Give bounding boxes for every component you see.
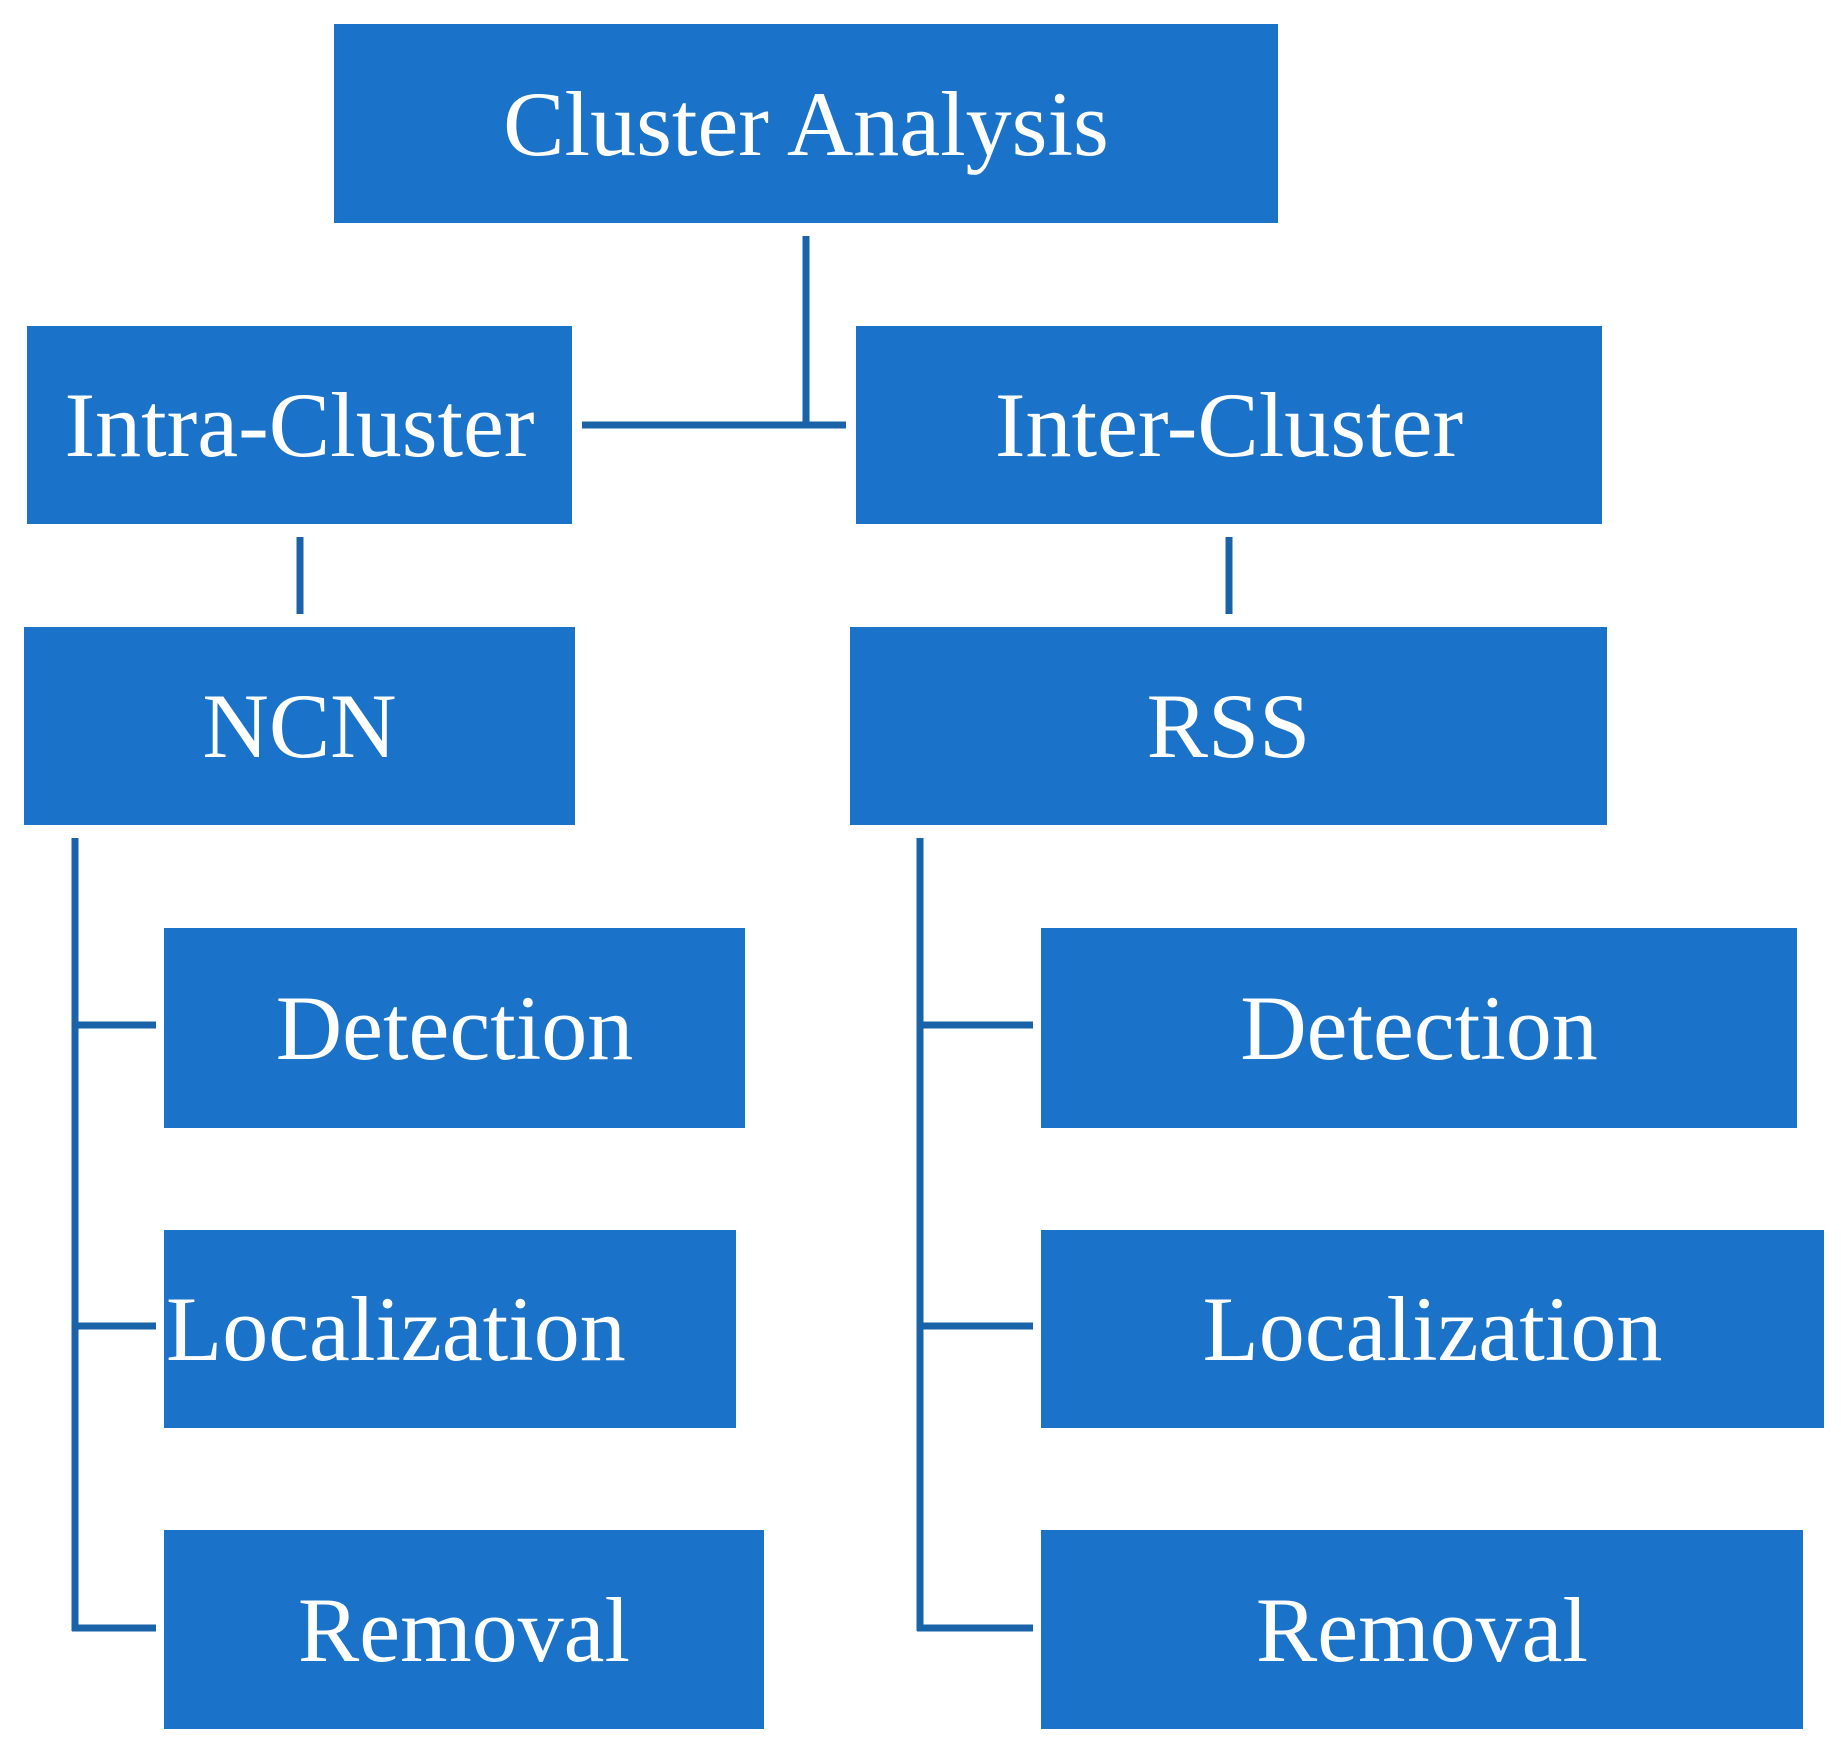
ncn-label: NCN [202, 675, 397, 777]
rss-label: RSS [1146, 675, 1311, 777]
intra-cluster-node: Intra-Cluster [27, 326, 572, 524]
inter-detection-node: Detection [1041, 928, 1797, 1128]
root-node-label: Cluster Analysis [503, 72, 1109, 175]
intra-detection-node: Detection [164, 928, 745, 1128]
inter-removal-node: Removal [1041, 1530, 1803, 1729]
intra-cluster-label: Intra-Cluster [64, 374, 535, 476]
inter-cluster-label: Inter-Cluster [994, 374, 1464, 476]
ncn-node: NCN [24, 627, 575, 825]
rss-node: RSS [850, 627, 1607, 825]
intra-detection-label: Detection [275, 977, 634, 1079]
inter-removal-label: Removal [1255, 1578, 1589, 1681]
intra-localization-label: Localization [166, 1278, 626, 1380]
inter-localization-node: Localization [1041, 1230, 1824, 1428]
intra-removal-node: Removal [164, 1530, 764, 1729]
inter-detection-label: Detection [1240, 977, 1598, 1079]
intra-localization-node: Localization [164, 1230, 736, 1428]
inter-localization-label: Localization [1202, 1278, 1663, 1380]
inter-cluster-node: Inter-Cluster [856, 326, 1602, 524]
root-node: Cluster Analysis [334, 24, 1278, 223]
intra-removal-label: Removal [297, 1578, 631, 1681]
